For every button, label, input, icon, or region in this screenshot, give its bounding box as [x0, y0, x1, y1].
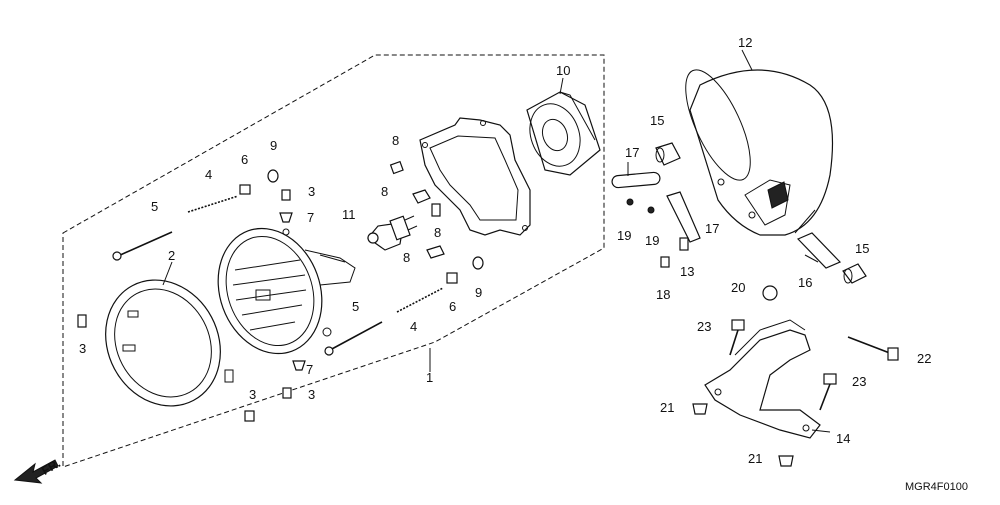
stay-and-fastener-parts [611, 171, 778, 301]
callout-21: 21 [748, 451, 762, 466]
callout-11: 11 [342, 207, 356, 222]
callout-5: 5 [352, 299, 359, 314]
callout-13: 13 [680, 264, 694, 279]
callout-18: 18 [656, 287, 670, 302]
callout-12: 12 [738, 35, 752, 50]
callout-20: 20 [731, 280, 745, 295]
small-bolt-parts [77, 189, 292, 422]
callout-4: 4 [205, 167, 212, 182]
callout-21: 21 [660, 400, 674, 415]
callout-17: 17 [705, 221, 719, 236]
headlight-bracket-part [692, 319, 899, 467]
callout-14: 14 [836, 431, 850, 446]
headlight-rim-part [105, 279, 234, 407]
callout-6: 6 [449, 299, 456, 314]
callout-9: 9 [475, 285, 482, 300]
callout-23: 23 [697, 319, 711, 334]
callout-3: 3 [249, 387, 256, 402]
callout-22: 22 [917, 351, 931, 366]
socket-cover-part [526, 91, 601, 176]
callout-7: 7 [307, 210, 314, 225]
callout-3: 3 [79, 341, 86, 356]
headlight-lens-unit [217, 227, 356, 355]
assembly-boundary [62, 54, 605, 468]
callout-3: 3 [308, 387, 315, 402]
headlight-case-part [685, 69, 834, 236]
leader-lines [162, 49, 831, 433]
callout-15: 15 [855, 241, 869, 256]
callout-2: 2 [168, 248, 175, 263]
callout-4: 4 [410, 319, 417, 334]
callout-3: 3 [308, 184, 315, 199]
callout-7: 7 [306, 362, 313, 377]
adjusting-spring-parts [187, 195, 444, 313]
nut-and-grommet-parts [239, 169, 484, 371]
mounting-grommet-parts [655, 142, 867, 284]
adjusting-screw-parts [112, 231, 383, 356]
front-arrow-icon [13, 459, 59, 484]
callout-8: 8 [381, 184, 388, 199]
front-direction-indicator: FR. [13, 456, 63, 484]
callout-10: 10 [556, 63, 570, 78]
callout-23: 23 [852, 374, 866, 389]
callout-19: 19 [617, 228, 631, 243]
clip-parts [389, 160, 445, 259]
bulb-part [367, 215, 418, 251]
callouts: 1 2 3 3 3 3 4 4 5 5 6 6 7 7 8 8 8 8 9 9 … [79, 35, 931, 466]
callout-5: 5 [151, 199, 158, 214]
callout-16: 16 [798, 275, 812, 290]
callout-8: 8 [434, 225, 441, 240]
diagram-code: MGR4F0100 [905, 481, 968, 493]
callout-8: 8 [403, 250, 410, 265]
headlight-inner-bracket [419, 117, 531, 236]
callout-9: 9 [270, 138, 277, 153]
callout-6: 6 [241, 152, 248, 167]
callout-17: 17 [625, 145, 639, 160]
callout-15: 15 [650, 113, 664, 128]
callout-19: 19 [645, 233, 659, 248]
callout-8: 8 [392, 133, 399, 148]
callout-1: 1 [426, 370, 433, 385]
